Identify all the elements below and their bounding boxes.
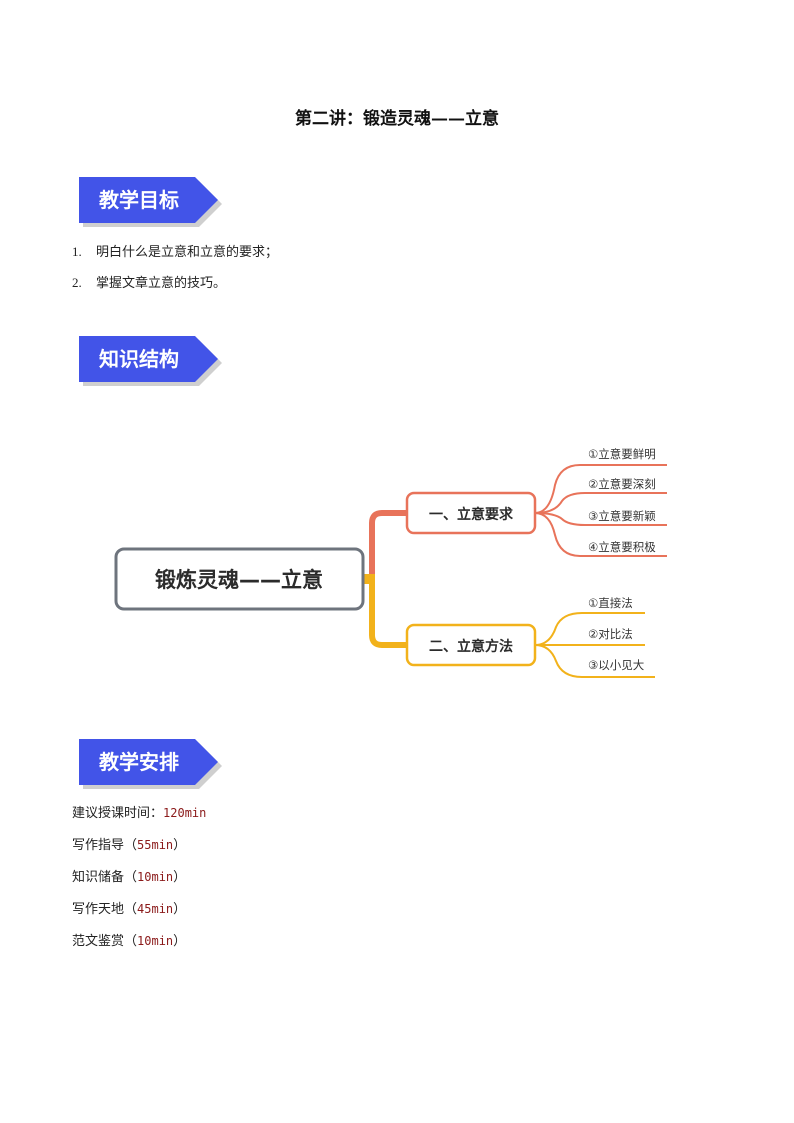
schedule-item-duration: 10min (137, 870, 174, 884)
paren-open: （ (124, 902, 138, 917)
section-tag-structure: 知识结构 (79, 336, 222, 386)
schedule-item-duration: 10min (137, 934, 174, 948)
schedule-item: 知识储备（10min） (72, 866, 186, 885)
schedule-item-duration: 55min (137, 838, 174, 852)
branch-2-leaf-lines (534, 612, 655, 678)
branch-1-leaf-lines (534, 464, 667, 557)
goal-text: 明白什么是立意和立意的要求； (96, 245, 279, 260)
tag-arrow-shape (79, 336, 222, 386)
goal-number: 1. (72, 244, 82, 259)
paren-open: （ (124, 838, 138, 853)
paren-close: ） (173, 838, 187, 853)
leaf-label: ②对比法 (588, 627, 633, 641)
schedule-total: 建议授课时间：120min (72, 802, 206, 821)
goal-item: 2. 掌握文章立意的技巧。 (72, 272, 226, 291)
section-label: 教学安排 (99, 750, 179, 774)
section-label: 教学目标 (99, 188, 179, 212)
section-label: 知识结构 (99, 347, 179, 371)
schedule-total-value: 120min (163, 806, 207, 820)
section-tag-goals: 教学目标 (79, 177, 222, 227)
leaf-label: ③立意要新颖 (588, 509, 656, 523)
leaf-label: ①立意要鲜明 (588, 447, 656, 461)
connector-branch-1 (363, 510, 407, 582)
leaf-label: ①直接法 (588, 596, 633, 610)
tag-arrow-shape (79, 739, 222, 789)
schedule-item-name: 写作指导 (72, 838, 125, 853)
schedule-item-name: 知识储备 (72, 870, 125, 885)
schedule-item-duration: 45min (137, 902, 174, 916)
paren-open: （ (124, 870, 138, 885)
schedule-item: 写作指导（55min） (72, 834, 186, 853)
paren-close: ） (173, 934, 187, 949)
connector-branch-2 (363, 576, 407, 648)
root-label: 锻炼灵魂——立意 (155, 568, 323, 592)
paren-close: ） (173, 902, 187, 917)
schedule-item-name: 范文鉴赏 (72, 934, 125, 949)
schedule-item-name: 写作天地 (72, 902, 125, 917)
schedule-item: 范文鉴赏（10min） (72, 930, 186, 949)
schedule-total-label: 建议授课时间： (72, 806, 164, 821)
paren-close: ） (173, 870, 187, 885)
branch-label: 一、立意要求 (429, 506, 514, 523)
goal-text: 掌握文章立意的技巧。 (96, 276, 227, 291)
mind-map: 锻炼灵魂——立意 一、立意要求 ①立意要鲜明 ②立意要深刻 ③立意要新颖 ④立意… (114, 447, 667, 678)
page-title: 第二讲：锻造灵魂——立意 (295, 109, 499, 129)
tag-arrow-shape (79, 177, 222, 227)
paren-open: （ (124, 934, 138, 949)
goal-number: 2. (72, 275, 82, 290)
root-node (114, 547, 365, 611)
leaf-label: ④立意要积极 (588, 540, 656, 554)
section-tag-schedule: 教学安排 (79, 739, 222, 789)
leaf-label: ②立意要深刻 (588, 477, 656, 491)
schedule-item: 写作天地（45min） (72, 898, 186, 917)
leaf-label: ③以小见大 (588, 658, 645, 672)
branch-label: 二、立意方法 (429, 638, 513, 655)
goal-item: 1. 明白什么是立意和立意的要求； (72, 241, 278, 260)
